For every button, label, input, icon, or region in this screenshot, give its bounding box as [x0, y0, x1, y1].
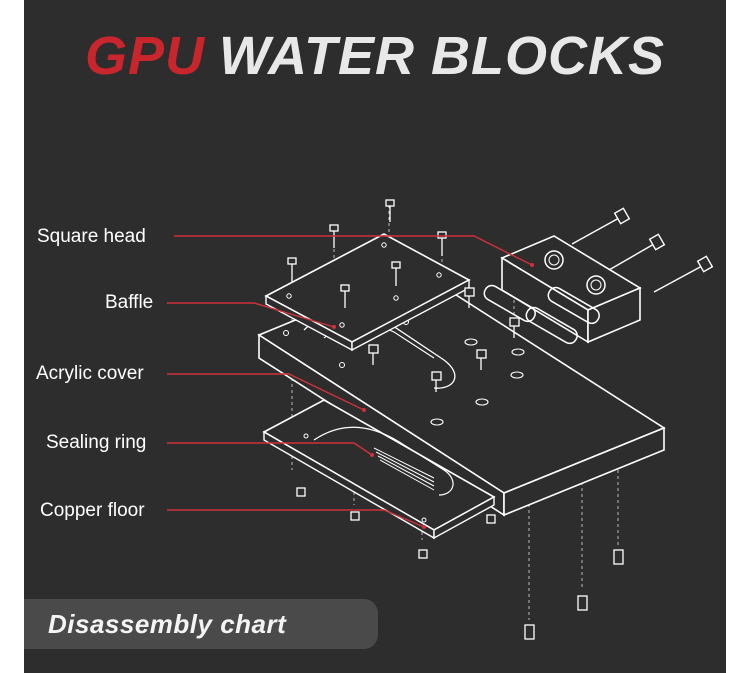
- small-screws: [287, 199, 520, 392]
- label-acrylic-cover: Acrylic cover: [36, 363, 144, 384]
- copper-floor-part: [262, 399, 496, 540]
- label-sealing-ring: Sealing ring: [46, 432, 147, 453]
- label-square-head: Square head: [37, 226, 146, 247]
- standoff-nuts: [296, 487, 624, 640]
- square-head-part: [500, 235, 642, 344]
- label-baffle: Baffle: [105, 292, 154, 313]
- exploded-view-illustration: [167, 199, 714, 640]
- washers: [430, 338, 525, 426]
- label-copper-floor: Copper floor: [40, 500, 145, 521]
- leader-lines: [167, 235, 533, 528]
- long-screws: [571, 207, 714, 293]
- title-gpu: GPU: [84, 26, 206, 86]
- title-water-blocks: WATER BLOCKS: [219, 26, 665, 86]
- baffle-part: [264, 233, 471, 352]
- o-rings: [483, 284, 600, 345]
- disassembly-chart-badge: Disassembly chart: [24, 599, 378, 649]
